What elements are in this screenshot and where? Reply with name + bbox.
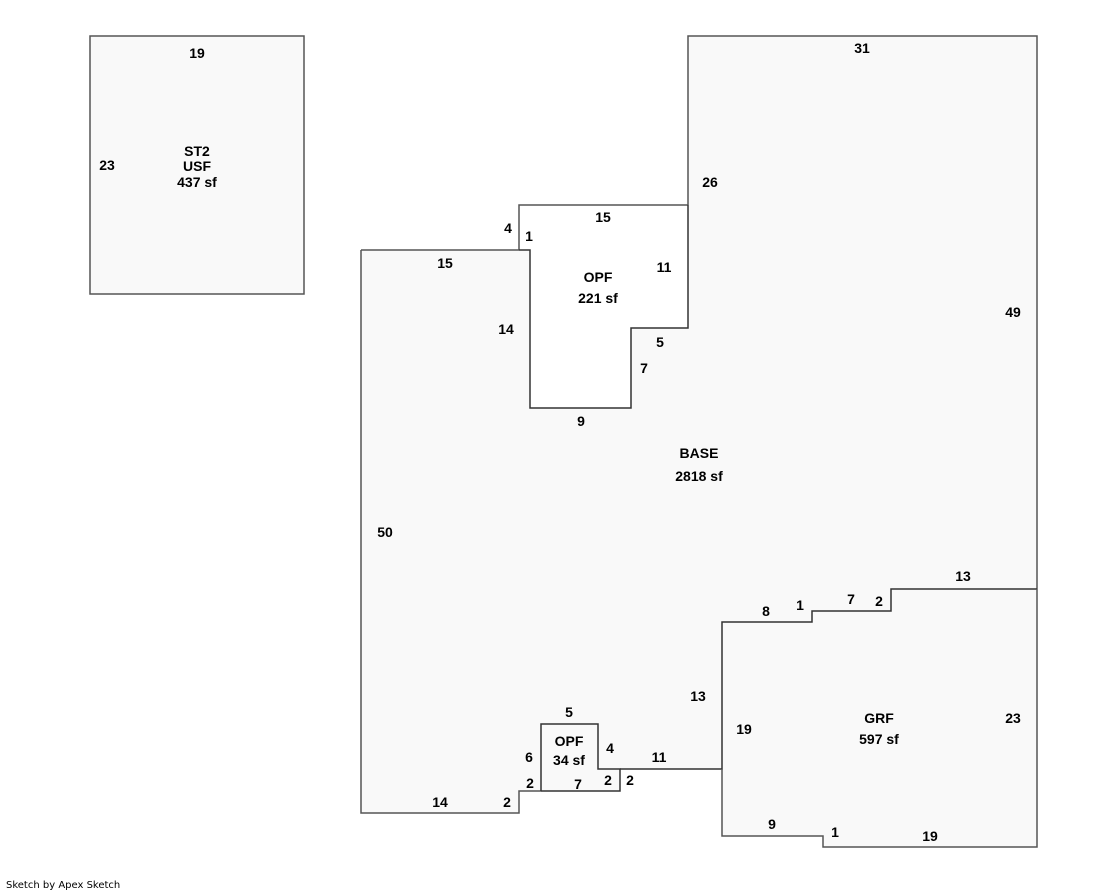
opf-bottom-code-label: OPF (555, 733, 584, 749)
dimension-label: 7 (847, 591, 855, 607)
dimension-label: 13 (690, 688, 706, 704)
area-grf[interactable] (620, 588, 1038, 848)
dimension-label: 2 (604, 772, 612, 788)
dimension-label: 8 (762, 603, 770, 619)
dimension-label: 9 (577, 413, 585, 429)
area-opf-top[interactable] (519, 205, 689, 409)
footer-credit: Sketch by Apex Sketch (6, 880, 121, 891)
dimension-label: 1 (796, 597, 804, 613)
dimension-label: 26 (702, 174, 718, 190)
dimension-label: 23 (99, 157, 115, 173)
dimension-label: 11 (657, 259, 672, 275)
dimension-label: 6 (525, 749, 533, 765)
dimension-label: 19 (922, 828, 938, 844)
dimension-label: 5 (656, 334, 664, 350)
dimension-label: 4 (504, 220, 512, 236)
st2-type-label: USF (183, 158, 211, 174)
dimension-label: 2 (503, 794, 511, 810)
dimension-label: 31 (854, 40, 870, 56)
dimension-label: 1 (831, 824, 839, 840)
dimension-label: 19 (736, 721, 752, 737)
base-size-label: 2818 sf (675, 468, 723, 484)
dimension-label: 15 (437, 255, 453, 271)
opf-bottom-size-label: 34 sf (553, 752, 585, 768)
dimension-label: 7 (574, 776, 582, 792)
dimension-label: 14 (498, 321, 514, 337)
dimension-label: 11 (652, 749, 667, 765)
dimension-label: 50 (377, 524, 393, 540)
st2-size-label: 437 sf (177, 174, 217, 190)
area-st2[interactable] (89, 35, 305, 295)
dimension-label: 2 (875, 593, 883, 609)
grf-code-label: GRF (864, 710, 894, 726)
dimension-label: 2 (526, 775, 534, 791)
dimension-label: 19 (189, 45, 205, 61)
dimension-label: 14 (432, 794, 448, 810)
base-code-label: BASE (680, 445, 719, 461)
dimension-label: 49 (1005, 304, 1021, 320)
dimension-label: 1 (525, 228, 533, 244)
opf-top-code-label: OPF (584, 269, 613, 285)
opf-top-size-label: 221 sf (578, 290, 618, 306)
area-opf-bottom[interactable] (540, 723, 621, 792)
dimension-label: 9 (768, 816, 776, 832)
dimension-label: 4 (606, 740, 614, 756)
dimension-label: 2 (626, 772, 634, 788)
st2-code-label: ST2 (184, 143, 210, 159)
area-base[interactable] (360, 35, 1038, 814)
grf-size-label: 597 sf (859, 731, 899, 747)
dimension-label: 7 (640, 360, 648, 376)
dimension-label: 23 (1005, 710, 1021, 726)
dimension-label: 15 (595, 209, 611, 225)
dimension-label: 13 (955, 568, 971, 584)
dimension-label: 5 (565, 704, 573, 720)
